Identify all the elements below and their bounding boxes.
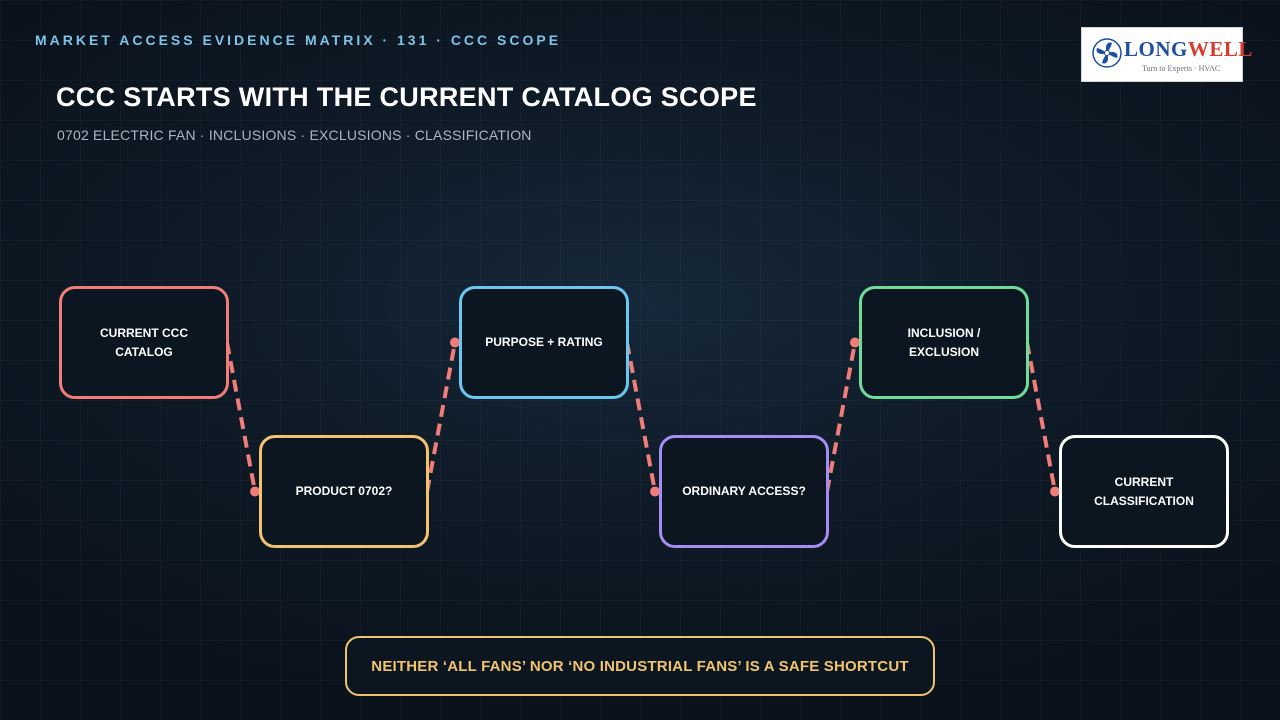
node-product-0702: PRODUCT 0702? [259, 435, 429, 548]
node-label: ORDINARY ACCESS? [682, 484, 806, 498]
connector-endpoint-dot [650, 486, 660, 497]
logo-tagline: Turn to Experts · HVAC [1142, 64, 1221, 73]
connector-line [425, 342, 457, 492]
node-label: PURPOSE + RATING [485, 335, 603, 349]
logo-wordmark-long: LONG [1124, 37, 1188, 61]
logo-wordmark-well: WELL [1187, 37, 1253, 61]
warning-callout: NEITHER ‘ALL FANS’ NOR ‘NO INDUSTRIAL FA… [345, 636, 935, 696]
connector-line [225, 342, 257, 492]
node-label: CURRENT CLASSIFICATION [1094, 474, 1194, 508]
node-inclusion-exclusion: INCLUSION / EXCLUSION [859, 286, 1029, 399]
page-title: CCC STARTS WITH THE CURRENT CATALOG SCOP… [56, 82, 757, 112]
node-label: CURRENT CCC CATALOG [100, 325, 188, 359]
connector-endpoint-dot [250, 486, 260, 497]
node-current-classification: CURRENT CLASSIFICATION [1059, 435, 1229, 548]
connector-endpoint-dot [1050, 486, 1060, 497]
page-subtitle: 0702 ELECTRIC FAN · INCLUSIONS · EXCLUSI… [57, 127, 532, 143]
node-purpose-rating: PURPOSE + RATING [459, 286, 629, 399]
node-current-ccc-catalog: CURRENT CCC CATALOG [59, 286, 229, 399]
company-logo: LONGWELL Turn to Experts · HVAC [1081, 27, 1252, 82]
connector-line [1025, 342, 1057, 492]
connector-line [825, 342, 857, 492]
node-ordinary-access: ORDINARY ACCESS? [659, 435, 829, 548]
connector-line [625, 342, 657, 492]
connector-endpoint-dot [850, 337, 860, 348]
connector-endpoint-dot [450, 337, 460, 348]
fan-icon [1092, 38, 1122, 68]
logo-wordmark: LONGWELL [1124, 37, 1253, 62]
node-label: INCLUSION / EXCLUSION [907, 325, 981, 359]
node-label: PRODUCT 0702? [295, 484, 393, 498]
section-kicker: MARKET ACCESS EVIDENCE MATRIX · 131 · CC… [35, 32, 562, 48]
